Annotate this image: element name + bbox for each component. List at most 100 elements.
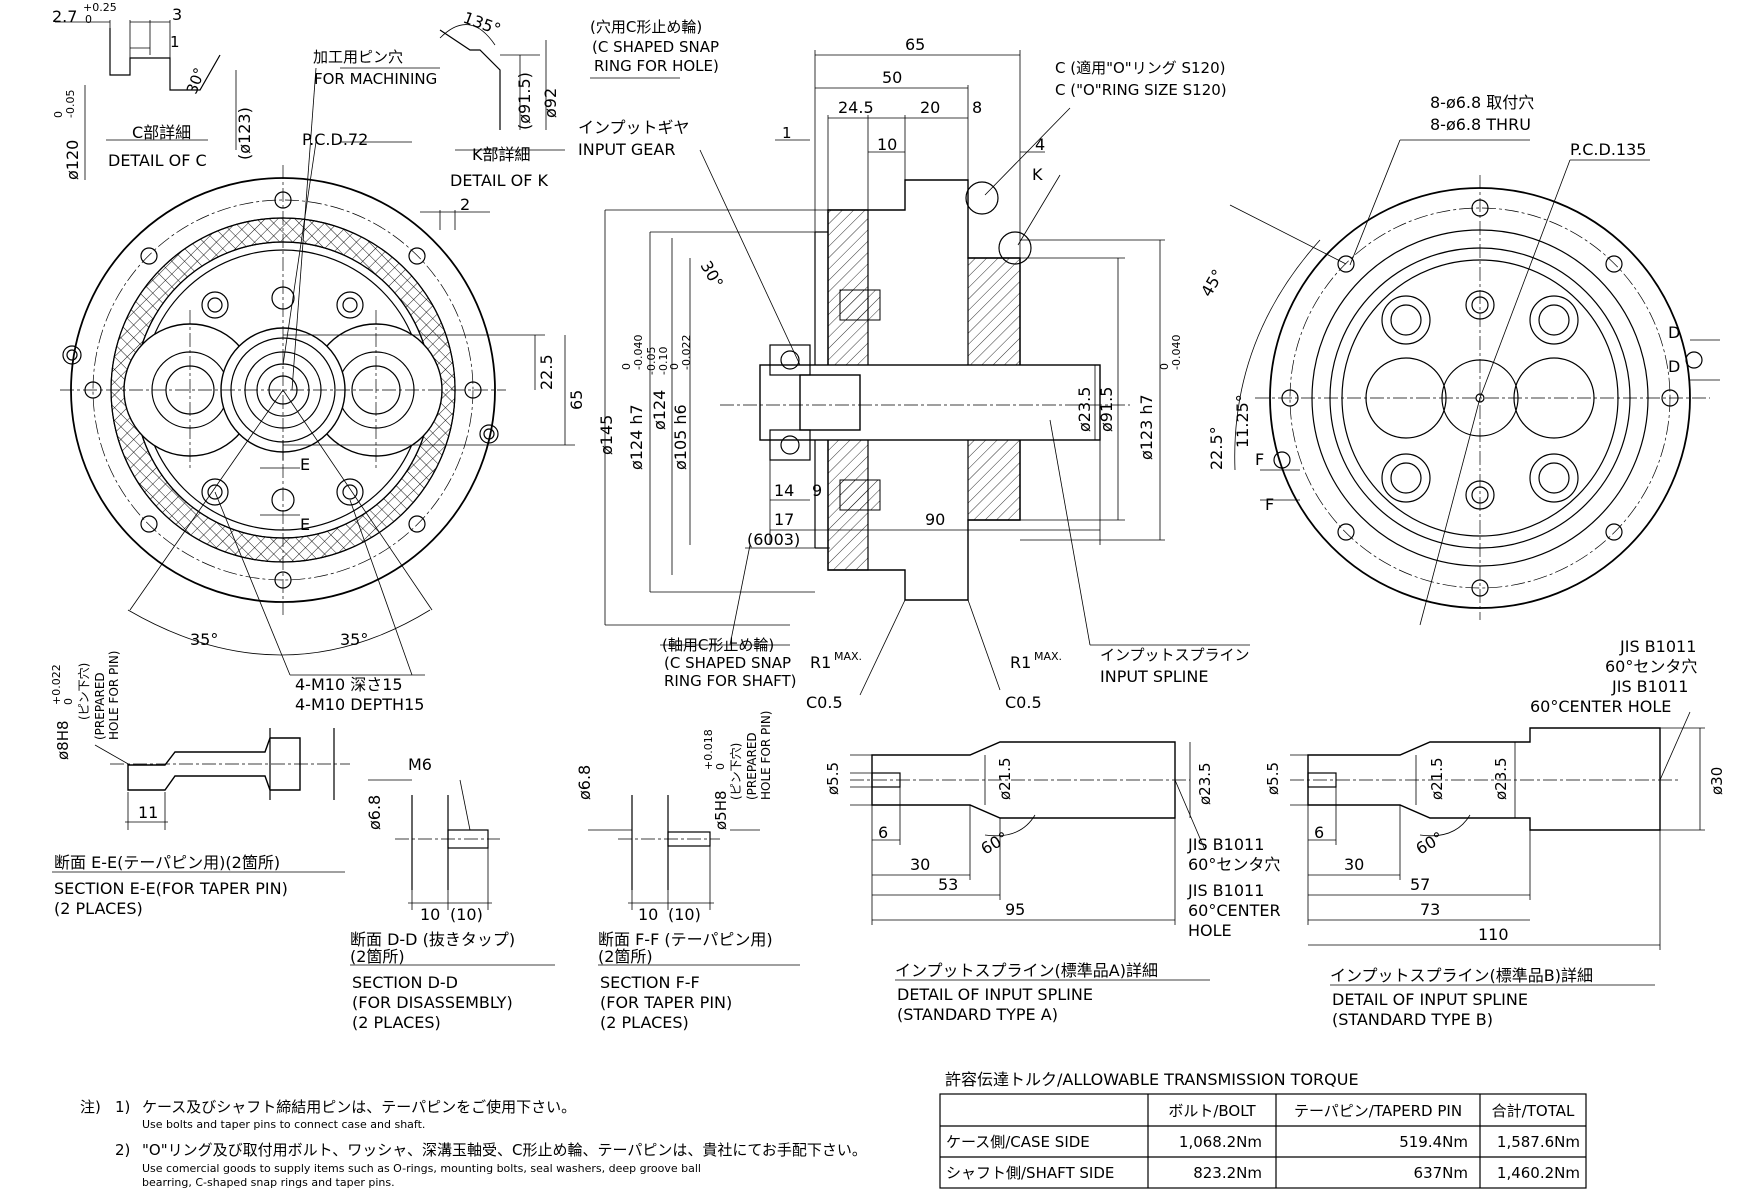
svg-text:30°: 30° [183,65,209,96]
svg-text:JIS B1011: JIS B1011 [1611,677,1688,696]
svg-text:1): 1) [115,1098,130,1116]
svg-text:519.4Nm: 519.4Nm [1399,1133,1468,1151]
svg-text:9: 9 [812,481,822,500]
svg-text:+0.25: +0.25 [83,1,117,14]
svg-text:ø92: ø92 [541,88,560,118]
svg-text:ø8H8: ø8H8 [54,720,72,760]
svg-text:ø6.8: ø6.8 [365,795,384,830]
svg-text:RING FOR SHAFT): RING FOR SHAFT) [664,672,797,690]
svg-text:1,460.2Nm: 1,460.2Nm [1497,1164,1580,1182]
section-dd-title-jp: 断面 D-D (抜きタップ) [350,930,515,949]
svg-text:(ピン下穴): (ピン下穴) [728,743,743,800]
svg-text:ø30: ø30 [1708,767,1726,795]
svg-text:ø91.5: ø91.5 [1097,387,1116,432]
svg-text:10: 10 [638,905,658,924]
svg-text:20: 20 [920,98,940,117]
input-spline-jp: インプットスプライン [1100,646,1250,664]
svg-text:ø105 h6: ø105 h6 [671,404,690,470]
svg-text:0: 0 [52,111,65,118]
svg-text:ø5H8: ø5H8 [712,790,730,830]
svg-text:8: 8 [972,98,982,117]
svg-text:-0.05: -0.05 [645,347,658,375]
o-ring-jp: C (適用"O"リング S120) [1055,59,1225,77]
svg-text:110: 110 [1478,925,1509,944]
svg-text:M6: M6 [408,755,432,774]
note-1-en: Use bolts and taper pins to connect case… [142,1118,425,1131]
detail-c-title-en: DETAIL OF C [108,151,207,170]
svg-text:ø23.5: ø23.5 [1196,762,1214,805]
note-2-jp: "O"リング及び取付用ボルト、ワッシャ、深溝玉軸受、C形止め輪、テーパピンは、貴… [142,1141,867,1159]
svg-text:(10): (10) [450,905,483,924]
svg-text:10: 10 [420,905,440,924]
front-pin-hole-jp: 加工用ピン穴 [313,48,403,66]
svg-text:53: 53 [938,875,958,894]
section-ff-title-en: SECTION F-F [600,973,700,992]
svg-text:2: 2 [460,195,470,214]
svg-text:17: 17 [774,510,794,529]
front-pcd: P.C.D.72 [302,130,368,149]
svg-text:65: 65 [905,35,925,54]
svg-text:HOLE: HOLE [1188,921,1232,940]
svg-text:30: 30 [910,855,930,874]
spline-detail-b: JIS B1011 60°センタ穴 JIS B1011 60°CENTER HO… [1264,637,1726,1029]
section-d-d: M6 ø6.8 10 (10) 断面 D-D (抜きタップ) (2箇所) SEC… [350,755,555,1032]
svg-text:60°センタ穴: 60°センタ穴 [1605,657,1697,676]
svg-text:57: 57 [1410,875,1430,894]
torque-table: 許容伝達トルク/ALLOWABLE TRANSMISSION TORQUE ボル… [939,1070,1587,1189]
svg-text:637Nm: 637Nm [1414,1164,1468,1182]
svg-text:ø120: ø120 [63,140,82,180]
svg-text:65: 65 [567,390,586,410]
svg-text:MAX.: MAX. [1034,650,1062,663]
detail-c: 2.7 +0.25 0 3 1 30° (ø123) ø120 0 -0.05 … [52,1,254,180]
row-case-label: ケース側/CASE SIDE [946,1133,1090,1151]
side-section-view: (穴用C形止め輪) (C SHAPED SNAP RING FOR HOLE) … [578,18,1250,712]
svg-text:ø23.5: ø23.5 [1075,387,1094,432]
svg-text:bearring, C-shaped snap rings: bearring, C-shaped snap rings and taper … [142,1176,395,1189]
detail-k-title-jp: K部詳細 [472,145,531,164]
svg-text:ø21.5: ø21.5 [996,757,1014,800]
svg-text:(C SHAPED SNAP: (C SHAPED SNAP [592,38,719,56]
svg-text:ø124: ø124 [650,390,669,430]
svg-text:(2箇所): (2箇所) [598,947,653,966]
svg-text:11: 11 [138,803,158,822]
spline-a-title-jp: インプットスプライン(標準品A)詳細 [895,961,1158,980]
svg-text:(2 PLACES): (2 PLACES) [54,899,143,918]
svg-text:+0.022: +0.022 [50,664,63,705]
svg-text:4: 4 [1035,135,1045,154]
svg-text:45°: 45° [1197,266,1228,300]
svg-text:-0.040: -0.040 [1170,335,1183,370]
back-view: 8-ø6.8 取付穴 8-ø6.8 THRU P.C.D.135 45° 22.… [1197,93,1720,626]
svg-text:35°: 35° [340,630,368,649]
front-pin-hole-en: FOR MACHINING [314,70,437,88]
svg-text:0: 0 [62,698,75,705]
svg-text:73: 73 [1420,900,1440,919]
svg-text:(C SHAPED SNAP: (C SHAPED SNAP [664,654,791,672]
svg-text:30°: 30° [697,258,728,292]
svg-text:95: 95 [1005,900,1025,919]
svg-text:ø6.8: ø6.8 [575,765,594,800]
svg-text:R1: R1 [1010,653,1031,672]
svg-text:30: 30 [1344,855,1364,874]
svg-text:60°: 60° [978,828,1012,859]
svg-text:ø124 h7: ø124 h7 [627,404,646,470]
svg-text:11.25°: 11.25° [1233,394,1252,448]
svg-text:(2 PLACES): (2 PLACES) [352,1013,441,1032]
section-f-f: ø6.8 ø5H8 +0.018 0 (ピン下穴) (PREPARED HOLE… [575,711,800,1032]
detail-k-title-en: DETAIL OF K [450,171,549,190]
svg-text:1: 1 [170,33,180,51]
svg-text:HOLE FOR PIN): HOLE FOR PIN) [107,651,121,740]
detail-c-title-jp: C部詳細 [132,123,191,142]
svg-text:3: 3 [172,5,182,24]
svg-text:0: 0 [620,363,633,370]
front-tapped-holes-jp: 4-M10 深さ15 [295,675,403,694]
svg-text:HOLE FOR PIN): HOLE FOR PIN) [759,711,773,800]
o-ring-en: C ("O"RING SIZE S120) [1055,81,1227,99]
svg-text:22.5: 22.5 [537,354,556,390]
svg-text:135°: 135° [461,8,504,39]
th-taper-pin: テーパピン/TAPERD PIN [1294,1102,1462,1120]
svg-text:(穴用C形止め輪): (穴用C形止め輪) [590,18,702,36]
svg-text:(FOR TAPER PIN): (FOR TAPER PIN) [600,993,732,1012]
th-bolt: ボルト/BOLT [1168,1102,1256,1120]
spline-a-title-en: DETAIL OF INPUT SPLINE [897,985,1093,1004]
